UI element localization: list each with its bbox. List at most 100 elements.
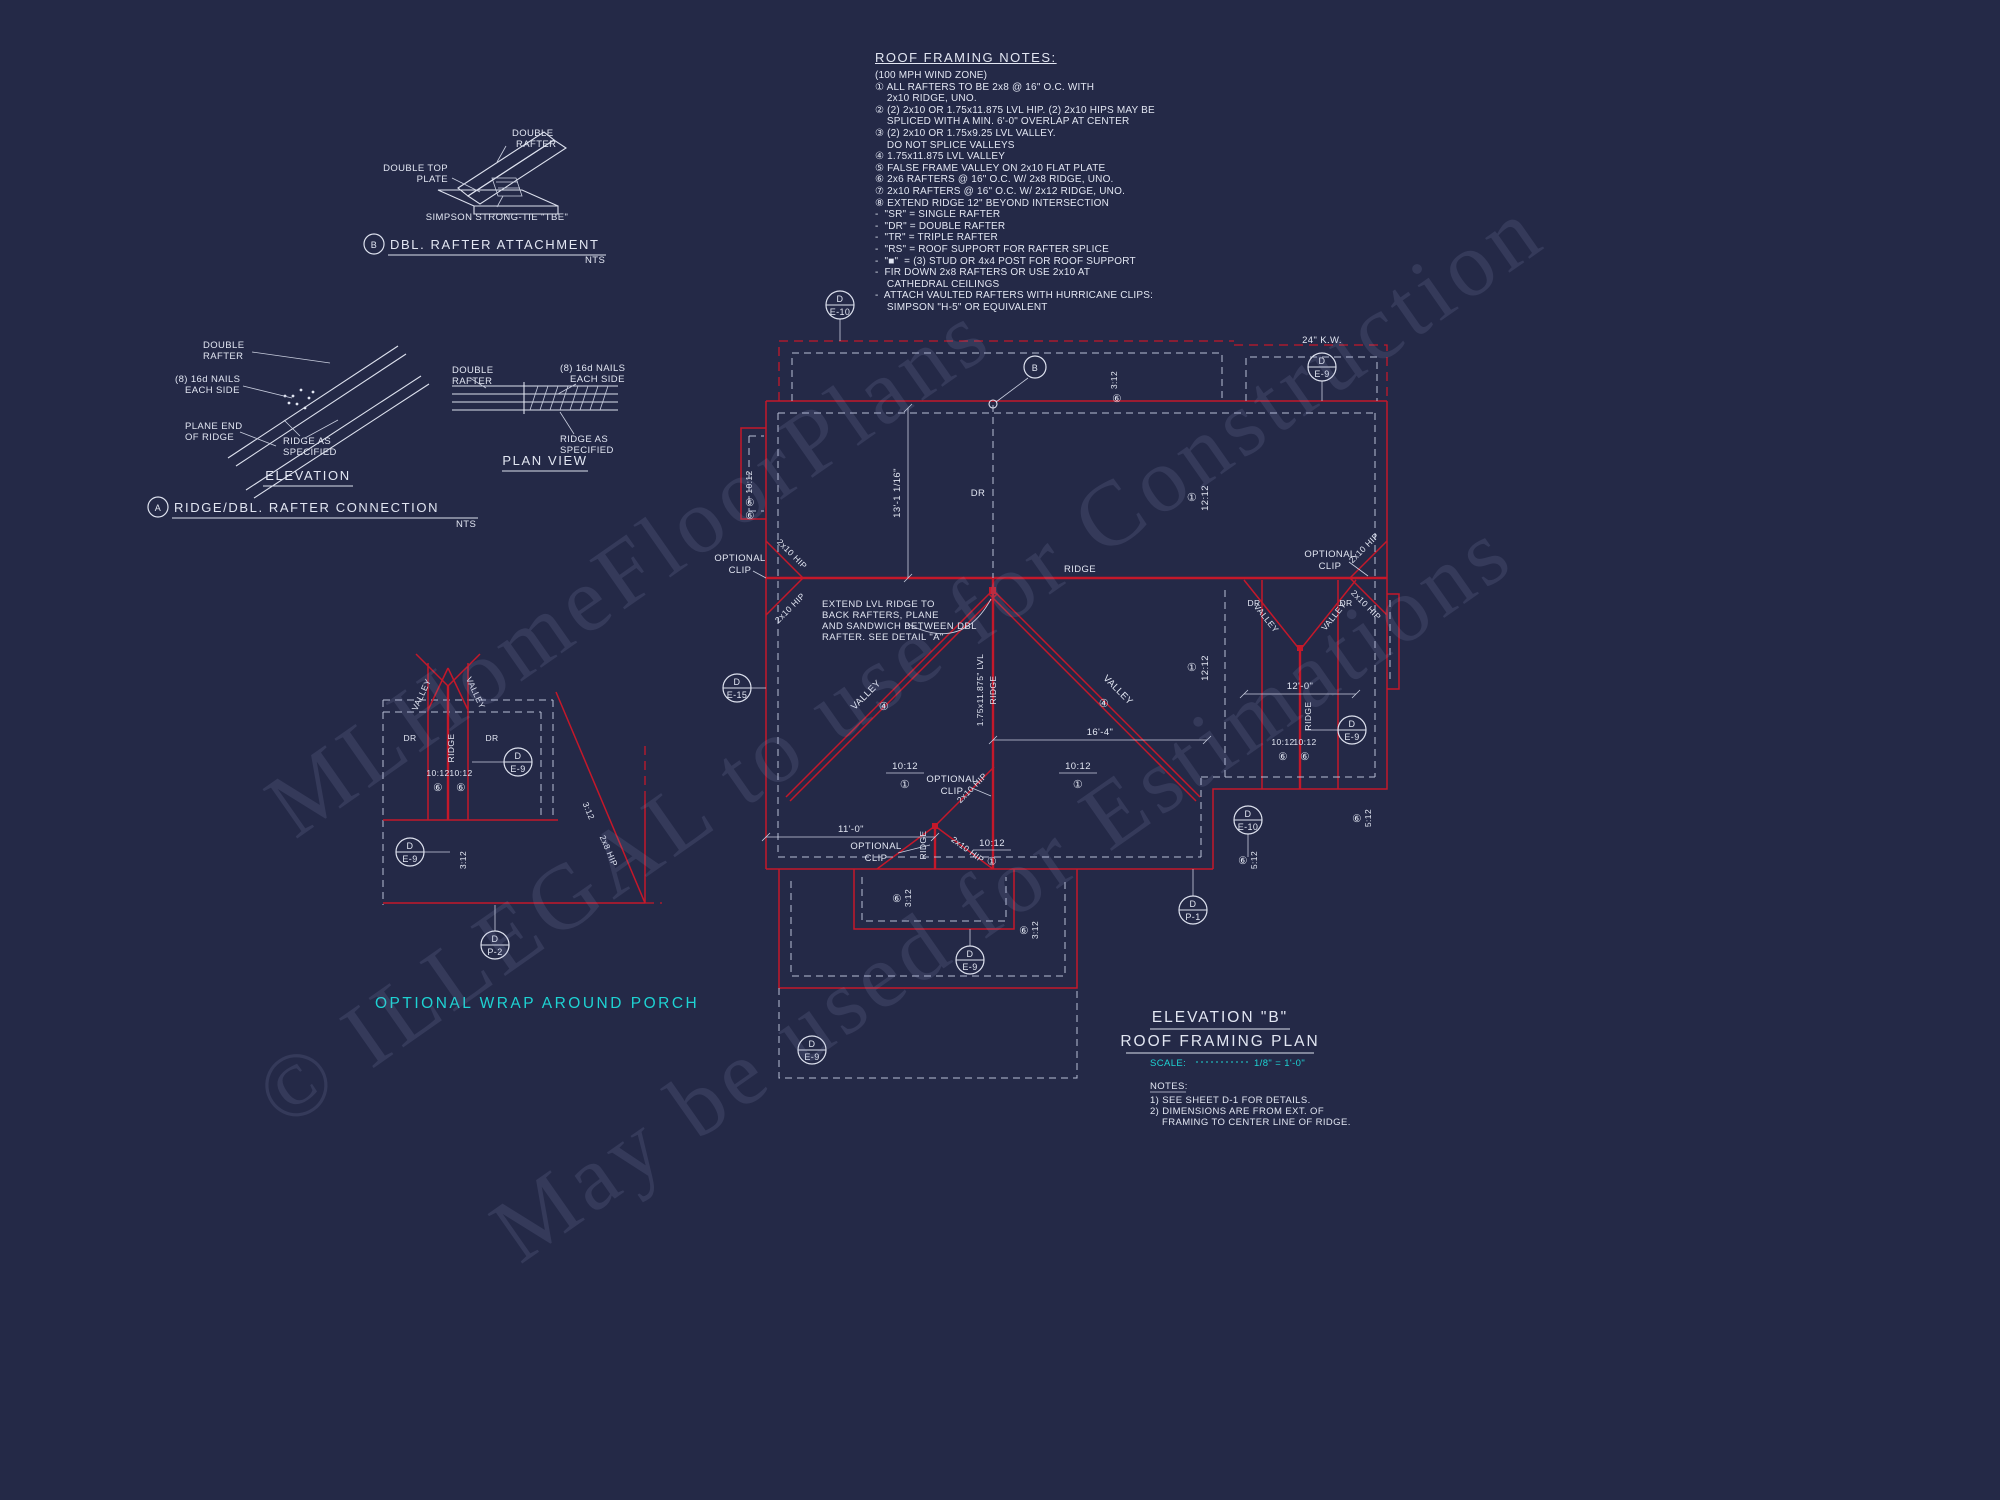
hip-2x10-label: 2x10 HIP [1347,531,1381,565]
keynote-6: ⑥ [1112,393,1122,405]
porch-leaders [424,761,504,931]
optional-clip-label: OPTIONAL [926,774,977,785]
slope-3-12: 3:12 [903,889,913,907]
label-ridge-spec: SPECIFIED [283,447,337,458]
slope-3-12: 3:12 [581,801,597,822]
ref-letter: D [1349,719,1356,729]
titleblock-note: FRAMING TO CENTER LINE OF RIDGE. [1162,1117,1351,1128]
ref-bubble: D E-15 [722,673,752,703]
detail-a-bubble [147,496,169,518]
post-marker [989,587,996,594]
label-top-plate: PLATE [417,174,448,185]
note-line: - "■" = (3) STUD OR 4x4 POST FOR ROOF SU… [875,255,1136,267]
dim-11-0: 11'-0" [838,824,864,835]
ref-letter: D [837,294,844,304]
post-marker [932,823,938,829]
detail-b-scale: NTS [585,255,605,266]
plan-view-caption: PLAN VIEW [502,453,587,468]
sheet-subtitle: ROOF FRAMING PLAN [1120,1033,1319,1050]
ridge-label: RIDGE [446,734,456,763]
detail-b-bubble [363,233,385,255]
detail-b: DOUBLE RAFTER DOUBLE TOP PLATE SIMPSON S… [363,128,606,266]
ref-bubble: D P-1 [1178,895,1208,925]
note-line: - ATTACH VAULTED RAFTERS WITH HURRICANE … [875,290,1154,302]
detail-a-scale: NTS [456,519,476,530]
detail-a-plan-drawing [452,377,618,435]
main-plan: 24" K.W. RIDGE VALLEY VALLEY ④ ④ DR ① 12… [714,290,1400,1079]
ridge-label: RIDGE [918,831,928,860]
label-double-rafter: RAFTER [452,376,492,387]
note-line: SIMPSON "H-5" OR EQUIVALENT [875,301,1048,313]
ref-sheet: E-10 [830,307,851,317]
slope-12-12: 12:12 [1200,485,1211,511]
ref-bubble: D E-9 [1337,715,1367,745]
detail-a: DOUBLE RAFTER (8) 16d NAILS EACH SIDE PL… [147,340,625,530]
keynote-6: ⑥ [745,510,755,522]
label-ridge-spec: SPECIFIED [560,445,614,456]
ref-bubble: D E-9 [503,747,533,777]
detail-a-bubble-letter: A [155,503,161,513]
keynote-1: ① [1073,779,1083,791]
elevation-caption: ELEVATION [265,468,350,483]
porch-red-framing [383,653,662,904]
dim-12-0: 12'-0" [1287,681,1314,692]
keynote-1: ① [1187,492,1197,504]
slope-10-12: 10:12 [1065,761,1091,772]
ref-letter: D [1190,899,1197,909]
ref-bubble: D E-10 [825,290,855,320]
dr-label: DR [1339,598,1352,608]
keynote-6: ⑥ [456,782,466,794]
detail-a-title: RIDGE/DBL. RAFTER CONNECTION [174,500,439,515]
slope-10-12: 10:12 [1271,737,1294,747]
ref-letter: D [734,677,741,687]
note-line: CATHEDRAL CEILINGS [875,278,1000,290]
keynote-1: ① [900,779,910,791]
note-line: (100 MPH WIND ZONE) [875,70,988,81]
hip-2x8-label: 2x8 HIP [598,834,620,868]
label-nails: (8) 16d NAILS [175,374,240,385]
ref-letter: D [967,949,974,959]
label-nails: EACH SIDE [185,385,240,396]
ref-sheet: E-9 [402,854,417,864]
slope-10-12: 10:12 [449,768,472,778]
optional-clip-label: CLIP [729,565,752,576]
keynote-4: ④ [1099,698,1109,710]
optional-clip-label: CLIP [865,853,888,864]
note-line: - "RS" = ROOF SUPPORT FOR RAFTER SPLICE [875,243,1109,255]
label-simpson-tie: SIMPSON STRONG-TIE "TBE" [426,212,569,223]
label-nails: (8) 16d NAILS [560,363,625,374]
note-line: ④ 1.75x11.875 LVL VALLEY [875,151,1006,163]
keynote-6: ⑥ [1300,751,1310,763]
main-plan-dashed-walls [748,352,1391,1079]
note-line: ② (2) 2x10 OR 1.75x11.875 LVL HIP. (2) 2… [875,104,1155,116]
note-line: 2x10 RIDGE, UNO. [875,93,977,105]
slope-10-12: 10:12 [426,768,449,778]
note-line: - "TR" = TRIPLE RAFTER [875,232,998,244]
roof-framing-notes-title: ROOF FRAMING NOTES: [875,50,1057,65]
ref-bubble: D E-9 [955,945,985,975]
ref-sheet: E-15 [727,690,748,700]
detail-a-elevation-drawing [227,345,430,499]
slope-5-12: 5:12 [1249,851,1259,869]
hip-2x10-label: 2x10 HIP [775,537,809,571]
label-double-rafter: DOUBLE [203,340,244,351]
note-line: ⑧ EXTEND RIDGE 12" BEYOND INTERSECTION [875,197,1110,209]
ref-letter: D [492,934,499,944]
note-line: - FIR DOWN 2x8 RAFTERS OR USE 2x10 AT [875,267,1091,279]
ref-letter: D [1319,356,1326,366]
dim-16-4: 16'-4" [1087,727,1114,738]
keynote-6: ⑥ [1278,751,1288,763]
ref-letter: D [407,841,414,851]
dr-label: DR [485,733,498,743]
valley-label: VALLEY [1252,602,1281,635]
titleblock-notes-title: NOTES: [1150,1081,1188,1092]
slope-12-12: 12:12 [1200,655,1211,681]
label-plane-end: OF RIDGE [185,432,234,443]
title-block: ELEVATION "B" ROOF FRAMING PLAN SCALE: 1… [1120,1009,1350,1128]
ref-bubble: D P-2 [480,930,510,960]
label-double-rafter: DOUBLE [512,128,553,139]
label-plane-end: PLANE END [185,421,242,432]
keynote-6: ⑥ [1019,925,1029,937]
detail-b-drawing [437,131,567,215]
ridge-label: RIDGE [1303,702,1313,731]
